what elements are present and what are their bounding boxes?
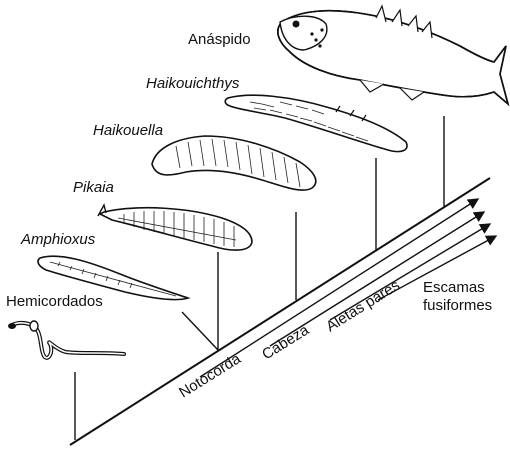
character-label-aletas: Aletas pares <box>323 277 403 336</box>
anaspido-fish-icon <box>278 6 508 104</box>
haikouella-icon <box>152 136 316 190</box>
character-label-cabeza: Cabeza <box>259 321 312 363</box>
hemicordado-worm-icon <box>8 321 124 358</box>
branch-amphioxus <box>182 312 218 350</box>
taxon-label-amphioxus: Amphioxus <box>20 231 96 248</box>
taxon-label-hemicordados: Hemicordados <box>6 293 103 310</box>
character-label-notocorda: Notocorda <box>176 350 244 401</box>
taxon-label-anaspido: Anáspido <box>188 31 251 48</box>
taxon-label-haikouella: Haikouella <box>93 122 163 139</box>
taxon-label-haikouichthys: Haikouichthys <box>146 75 240 92</box>
pikaia-icon <box>98 205 252 250</box>
character-label-escamas-line1: Escamas <box>423 279 485 296</box>
taxon-label-pikaia: Pikaia <box>73 179 114 196</box>
character-label-escamas-line2: fusiformes <box>423 297 492 314</box>
